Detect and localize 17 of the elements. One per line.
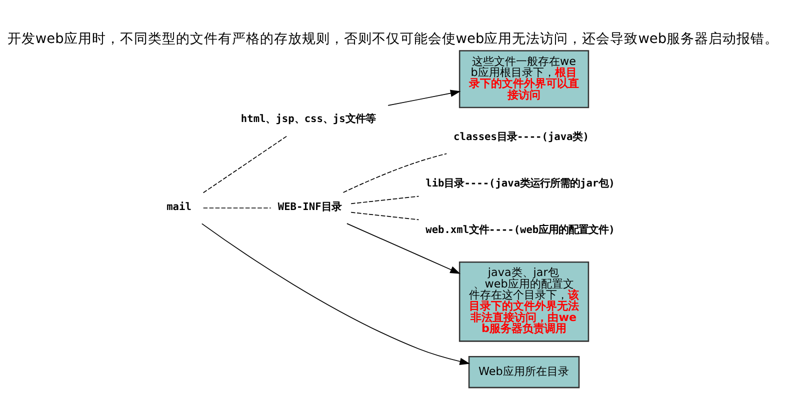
node-box: 这些文件一般存在web应用根目录下，根目录下的文件外界可以直接访问 <box>458 50 590 108</box>
node-text: WEB-INF目录 <box>278 200 342 213</box>
connector <box>350 196 420 204</box>
connector <box>342 153 448 193</box>
node-text: web.xml文件----(web应用的配置文件) <box>426 224 615 236</box>
node-text: lib目录----(java类运行所需的jar包) <box>426 178 615 190</box>
node-box: java类、jar包、web应用的配置文件存在这个目录下，该目录下的文件外界无法非法直接访问，由web服务器负责调用 <box>458 261 590 342</box>
node-text: classes目录----(java类) <box>454 131 589 144</box>
connector <box>350 212 420 220</box>
arrow <box>388 90 461 106</box>
arrow <box>201 223 470 365</box>
node-box: Web应用所在目录 <box>468 356 580 388</box>
diagram-title: 开发web应用时，不同类型的文件有严格的存放规则，否则不仅可能会使web应用无法访问，还会导致web服务器启动报错。 <box>7 30 779 47</box>
node-text: html、jsp、css、js文件等 <box>240 113 376 126</box>
node-text: mail <box>166 200 192 213</box>
arrow <box>346 223 460 274</box>
connector <box>202 135 288 194</box>
